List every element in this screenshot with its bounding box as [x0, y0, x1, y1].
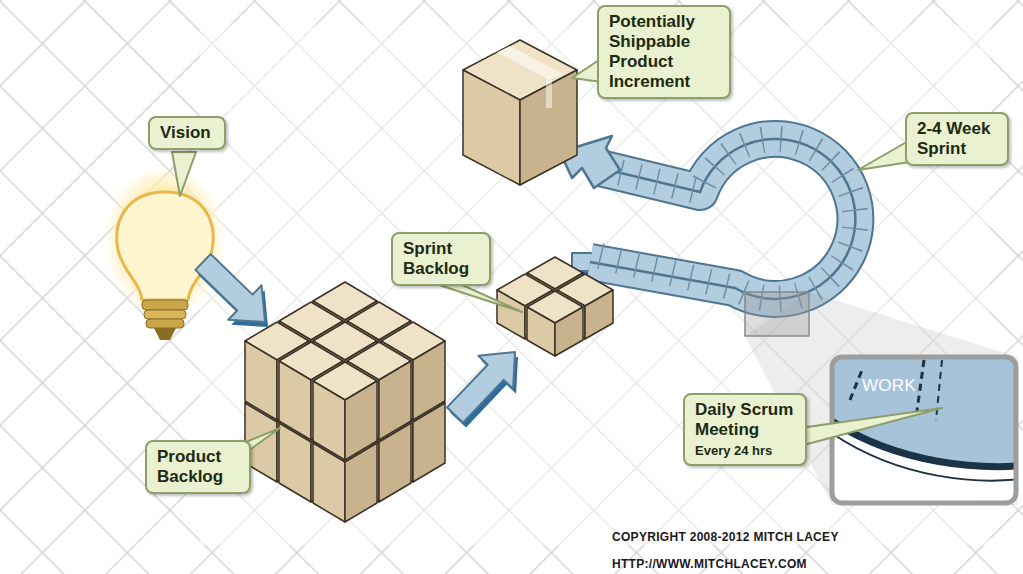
- callout-text: Sprint Backlog: [403, 239, 479, 279]
- zoom-label: WORK: [862, 376, 916, 396]
- callout-box: 2-4 Week Sprint: [905, 112, 1009, 166]
- callout-box: Daily Scrum MeetingEvery 24 hrs: [683, 393, 807, 466]
- callout-text: Vision: [160, 123, 214, 143]
- url-note: HTTP://WWW.MITCHLACEY.COM: [612, 557, 807, 571]
- callout-box: Product Backlog: [145, 440, 251, 494]
- sprint-loop: [560, 136, 855, 299]
- callout-text: Product Backlog: [157, 447, 239, 487]
- callout-box: Sprint Backlog: [391, 232, 491, 286]
- callout-text: Potentially Shippable Product Increment: [609, 12, 719, 92]
- callout-text: Daily Scrum Meeting: [695, 400, 795, 440]
- callout-note: Every 24 hrs: [695, 442, 795, 459]
- callout-text: 2-4 Week Sprint: [917, 119, 997, 159]
- callout-box: Potentially Shippable Product Increment: [597, 5, 731, 99]
- callout-box: Vision: [148, 116, 226, 150]
- callout-pointers: [172, 58, 942, 470]
- copyright-note: COPYRIGHT 2008-2012 MITCH LACEY: [612, 530, 839, 544]
- backlog-cubes: [245, 40, 613, 522]
